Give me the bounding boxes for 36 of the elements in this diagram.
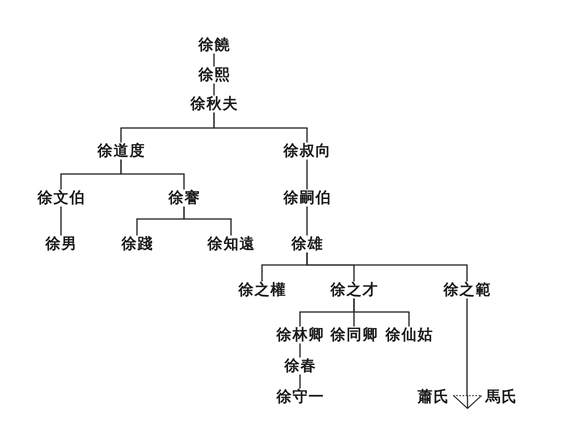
connector-line (466, 298, 468, 395)
connector-line (213, 112, 308, 142)
person-name: 徐叔向 (282, 142, 332, 160)
connector-line (120, 160, 185, 190)
connector-line (213, 84, 215, 96)
person-name: 徐知遠 (206, 236, 256, 252)
connector-line (183, 206, 232, 236)
person-name: 徐之範 (442, 282, 492, 298)
connector-line (60, 206, 62, 236)
person-name: 徐仙姑 (384, 326, 434, 344)
person-name: 徐春 (284, 358, 316, 374)
connector-line (299, 344, 301, 358)
person-name: 徐嗣伯 (282, 190, 332, 206)
person-name: 徐熙 (198, 66, 230, 84)
person-name: 徐秋夫 (190, 96, 238, 112)
person-name: 徐文伯 (36, 190, 86, 206)
person-name: 徐之才 (330, 282, 378, 298)
person-name: 徐之權 (238, 282, 286, 298)
person-name: 馬氏 (484, 388, 518, 406)
connector-line (306, 206, 308, 236)
person-name: 徐守一 (276, 388, 324, 406)
connector-line (306, 160, 308, 190)
person-name: 徐踐 (120, 236, 154, 252)
person-name: 徐道度 (96, 142, 146, 160)
person-name: 徐男 (44, 236, 78, 252)
person-name: 徐同卿 (330, 326, 378, 344)
connector-line (299, 374, 301, 388)
person-name: 徐謇 (168, 190, 200, 206)
triangle-symbol (452, 395, 482, 409)
connector-line (353, 298, 410, 326)
person-name: 徐林卿 (276, 326, 324, 344)
connector-line (306, 252, 468, 282)
person-name: 蕭氏 (416, 388, 450, 406)
connector-line (213, 54, 215, 66)
person-name: 徐饒 (198, 36, 230, 54)
person-name: 徐雄 (290, 236, 324, 252)
